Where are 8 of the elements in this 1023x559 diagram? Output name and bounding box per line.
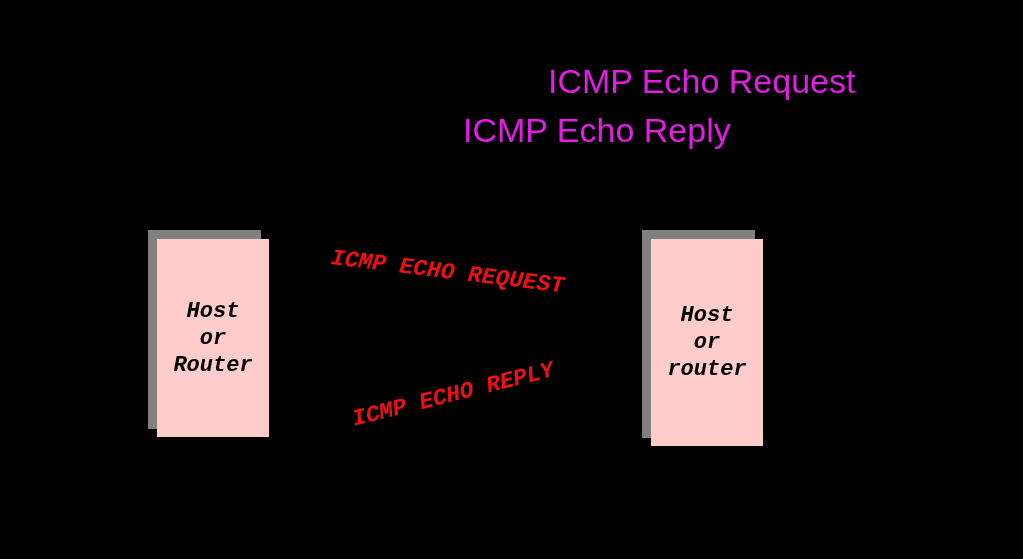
message-type-label: ICMP Echo Reply — [463, 113, 731, 147]
node-label: Host or Router — [173, 297, 253, 379]
host-box — [642, 230, 763, 446]
message-type-label: ICMP Echo Request — [548, 64, 856, 98]
message-label: ICMP ECHO REQUEST — [329, 246, 566, 298]
host-box — [148, 230, 269, 437]
node-label: Host or router — [667, 302, 747, 383]
message-label: ICMP ECHO REPLY — [350, 358, 557, 432]
